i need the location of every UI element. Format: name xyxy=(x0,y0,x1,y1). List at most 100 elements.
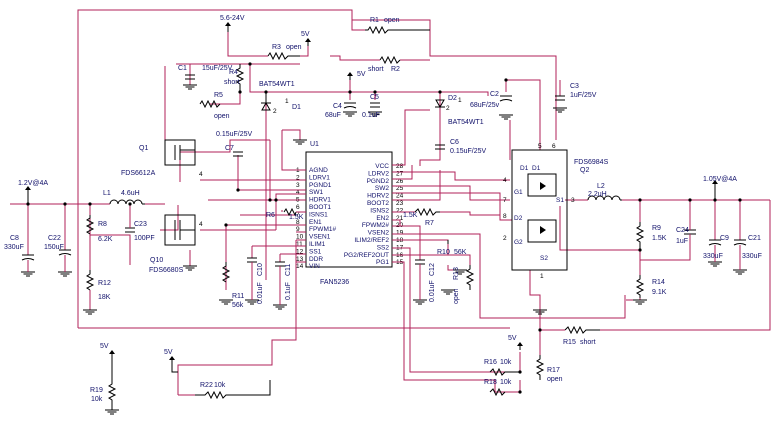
ground-icon xyxy=(413,299,427,305)
ic-pin-name: HDRV1 xyxy=(309,197,331,204)
ic-pin-name: ISNS1 xyxy=(309,211,328,218)
resistor-r4: R4 short xyxy=(224,64,245,92)
svg-text:R9: R9 xyxy=(652,225,661,232)
v5-r19-arrow: 5V xyxy=(100,343,115,380)
ic-pin-number: 15 xyxy=(396,259,404,266)
svg-text:Q2: Q2 xyxy=(580,167,589,174)
ic-pin-number: 9 xyxy=(296,226,300,233)
svg-text:15uF/25V: 15uF/25V xyxy=(202,65,233,72)
power-symbols: 5.6-24V 5V 5V 5V 5V 5V 1.2V@4A 1.05V@4A xyxy=(18,15,737,380)
ic-pin-name: BOOT1 xyxy=(309,204,331,211)
vin-arrow: 5.6-24V xyxy=(220,15,245,32)
ic-pin-name: VSEN2 xyxy=(368,230,390,237)
svg-text:R14: R14 xyxy=(652,279,665,286)
svg-text:G1: G1 xyxy=(514,189,523,196)
ground-icon xyxy=(293,139,307,145)
capacitors: C1 15uF/25V C2 68uF/25v C3 1uF/25V C4 68… xyxy=(4,65,762,305)
svg-text:D1: D1 xyxy=(520,165,529,172)
svg-text:R19: R19 xyxy=(90,387,103,394)
resistor-r3: R3 open xyxy=(267,44,302,61)
ic-pin-name: VIN xyxy=(309,263,320,270)
junction-dot xyxy=(128,202,132,206)
inductor-l1: L1 4.6uH xyxy=(103,190,145,205)
ic-pin-name: FPWM1# xyxy=(309,226,336,233)
svg-text:C1: C1 xyxy=(178,65,187,72)
ground-icon xyxy=(183,265,197,271)
resistor-r13: R13 open xyxy=(453,265,475,304)
svg-text:R3: R3 xyxy=(272,44,281,51)
svg-text:R22: R22 xyxy=(200,382,213,389)
resistor-r5: R5 open xyxy=(199,92,230,120)
ic-pin-name: VCC xyxy=(375,163,389,170)
svg-text:short: short xyxy=(580,339,596,346)
svg-text:L2: L2 xyxy=(597,183,605,190)
svg-text:FDS6612A: FDS6612A xyxy=(121,170,156,177)
svg-text:C9: C9 xyxy=(720,235,729,242)
ic-pin-number: 19 xyxy=(396,230,404,237)
ground-icon xyxy=(83,309,97,315)
capacitor-c4: C4 68uF xyxy=(325,102,357,119)
svg-text:1.5K: 1.5K xyxy=(403,212,418,219)
ic-pin-name: SS2 xyxy=(377,244,390,251)
ic-pin-number: 13 xyxy=(296,256,304,263)
svg-text:C3: C3 xyxy=(570,83,579,90)
capacitor-c24: C24 1uF xyxy=(660,220,696,261)
svg-text:R11: R11 xyxy=(232,293,244,300)
ic-pin-name: DDR xyxy=(309,256,323,263)
capacitor-c7: C7 0.15uF/25V xyxy=(216,131,253,157)
ic-part: FAN5236 xyxy=(320,279,349,286)
svg-text:0.15uF/25V: 0.15uF/25V xyxy=(216,131,253,138)
mosfet-q1: Q1 FDS6612A 4 xyxy=(121,139,203,178)
capacitor-c12: C12 0.01uF xyxy=(415,259,436,302)
ground-icon xyxy=(441,289,455,295)
ic-pin-number: 14 xyxy=(296,263,304,270)
junction-dot xyxy=(236,188,240,192)
svg-text:2: 2 xyxy=(273,108,277,115)
ground-icon xyxy=(219,299,233,305)
svg-text:R6: R6 xyxy=(266,212,275,219)
ic-pin-name: FPWM2# xyxy=(362,222,389,229)
ic-pin-name: ISNS2 xyxy=(370,207,389,214)
svg-text:5V: 5V xyxy=(164,349,173,356)
svg-text:1.05V@4A: 1.05V@4A xyxy=(703,176,737,183)
ic-pin-name: SW1 xyxy=(309,189,323,196)
ground-icon xyxy=(105,409,119,415)
svg-text:10k: 10k xyxy=(500,359,512,366)
svg-text:D1: D1 xyxy=(532,165,541,172)
v5-r22-arrow: 5V xyxy=(164,349,178,373)
ground-icon xyxy=(633,299,647,305)
capacitor-c3: C3 1uF/25V xyxy=(555,83,597,101)
svg-text:0.15uF/25V: 0.15uF/25V xyxy=(450,148,487,155)
resistors: R1 open short R2 R3 open R4 short R5 ope… xyxy=(85,17,667,410)
capacitor-c22: C22 150uF xyxy=(44,235,72,272)
ic-pin-number: 26 xyxy=(396,178,404,185)
ic-pin-name: LDRV1 xyxy=(309,174,330,181)
svg-text:C22: C22 xyxy=(48,235,61,242)
mosfets: Q1 FDS6612A 4 Q10 FDS6680S 4 D1 D1 G1 S1… xyxy=(121,139,609,280)
resistor-r14: R14 9.1K xyxy=(635,275,667,298)
mosfet-q10: Q10 FDS6680S 4 xyxy=(149,214,203,274)
resistor-r10: R10 56K xyxy=(437,240,467,256)
capacitor-c1: C1 15uF/25V xyxy=(178,65,233,80)
capacitor-c11: C11 0.1uF xyxy=(275,261,292,305)
capacitor-c23: C23 100PF xyxy=(125,204,155,242)
svg-text:FDS6680S: FDS6680S xyxy=(149,267,184,274)
ground-icon xyxy=(733,269,747,275)
resistor-r6: R6 1.5K xyxy=(266,207,304,221)
v5-mid-arrow: 5V xyxy=(347,71,366,80)
svg-text:D2: D2 xyxy=(448,95,457,102)
inductor-l2: L2 2.2uH xyxy=(587,183,622,201)
svg-text:68uF/25v: 68uF/25v xyxy=(470,102,500,109)
output-right-label: 1.05V@4A xyxy=(703,176,737,200)
svg-text:C10: C10 xyxy=(257,263,264,276)
svg-text:68uF: 68uF xyxy=(325,112,341,119)
svg-text:S2: S2 xyxy=(540,255,548,262)
capacitor-c10: C10 0.01uF xyxy=(247,257,264,304)
ic-pin-name: ILIM1 xyxy=(309,241,326,248)
svg-text:G2: G2 xyxy=(514,239,523,246)
resistor-r8: R8 6.2K xyxy=(85,215,113,243)
svg-text:8: 8 xyxy=(503,213,507,220)
junction-dot xyxy=(274,198,278,202)
